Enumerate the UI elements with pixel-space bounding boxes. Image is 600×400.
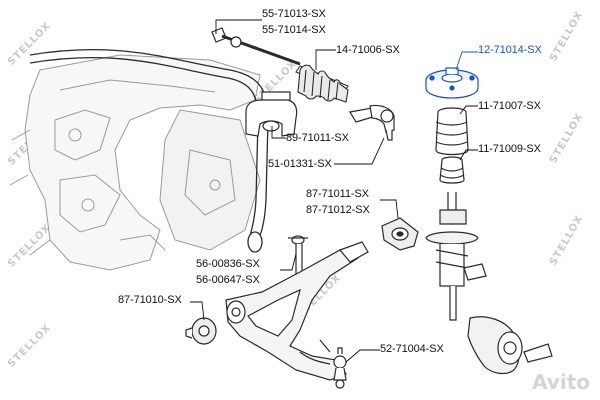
tie-rod-part [211,27,301,66]
part-number-label: 87-71010-SX [118,294,182,306]
leader-lines [190,19,478,363]
bump-stop-part [439,156,465,184]
stabilizer-bushing-part [245,91,298,137]
part-number-label: 51-01331-SX [268,158,332,170]
lower-control-arm [225,241,369,381]
part-number-label: 56-00647-SX [196,274,260,286]
rack-boot-part [295,64,349,103]
dust-cover-part [435,107,469,156]
part-number-label-highlighted: 12-71014-SX [478,44,542,56]
avito-badge: Avito [532,370,590,394]
strut-mount-part [425,67,479,99]
steering-knuckle [467,316,553,375]
part-number-label: 55-71013-SX [262,8,326,20]
arm-bushing-rear-part [381,217,419,251]
part-number-label: 55-71014-SX [262,24,326,36]
part-number-label: 52-71004-SX [380,343,444,355]
stabilizer-bar [29,48,269,253]
part-number-label: 11-71009-SX [478,143,541,155]
strut-assembly [425,192,487,321]
arm-bushing-front-part [185,317,217,345]
part-number-label: 56-00836-SX [196,258,260,270]
part-number-label: 87-71012-SX [306,204,370,216]
ball-joint-part [333,347,347,389]
subframe [9,54,261,271]
part-number-label: 14-71006-SX [336,44,400,56]
tie-rod-end-part [349,104,395,141]
part-number-label: 87-71011-SX [306,188,369,200]
part-number-label: 11-71007-SX [478,100,541,112]
part-number-label: 89-71011-SX [286,132,349,144]
